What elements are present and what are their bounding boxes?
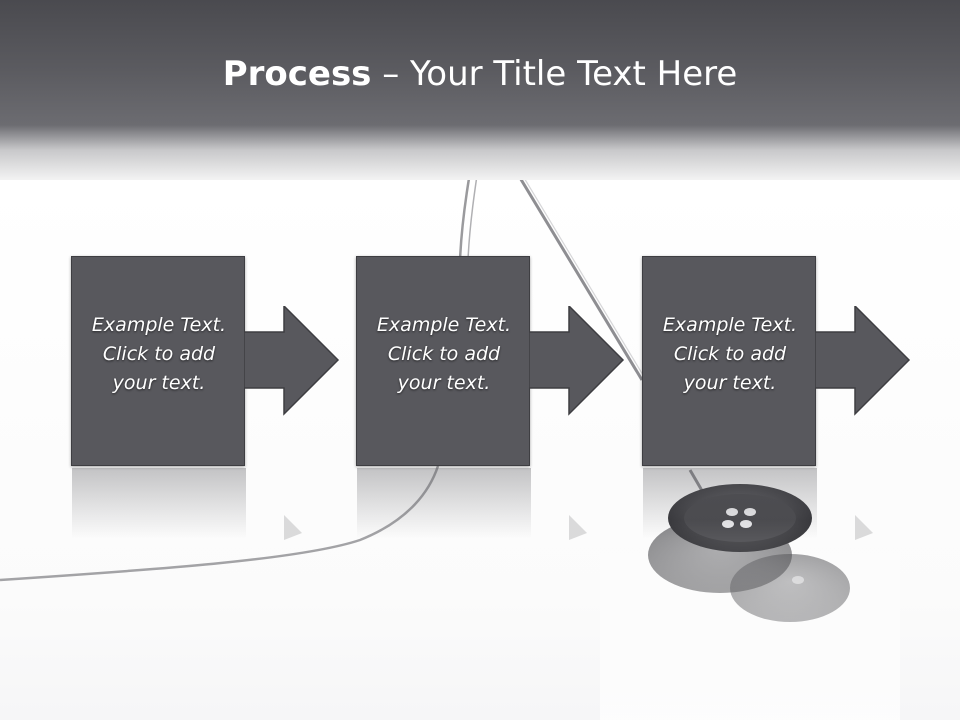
step-2-box[interactable]: Example Text. Click to add your text.	[356, 256, 530, 466]
button-hole	[744, 508, 756, 516]
step-2-arrow-reflection	[569, 515, 587, 540]
title-bar: Process – Your Title Text Here	[0, 0, 960, 180]
thread-curve	[0, 465, 440, 582]
button-hole	[726, 508, 738, 516]
step-1-box[interactable]: Example Text. Click to add your text.	[71, 256, 245, 466]
step-3-arrow[interactable]	[815, 306, 911, 416]
step-3-arrow-reflection	[855, 515, 873, 540]
step-3-text[interactable]: Example Text. Click to add your text.	[662, 314, 798, 394]
title-rest: – Your Title Text Here	[371, 54, 738, 94]
step-2-text[interactable]: Example Text. Click to add your text.	[376, 314, 512, 394]
step-1-arrow[interactable]	[244, 306, 340, 416]
step-1-text[interactable]: Example Text. Click to add your text.	[91, 314, 227, 394]
step-2-arrow[interactable]	[529, 306, 625, 416]
step-1-arrow-reflection	[284, 515, 302, 540]
step-1-reflection	[72, 468, 246, 538]
slide-title[interactable]: Process – Your Title Text Here	[0, 52, 960, 96]
step-3-reflection	[643, 468, 817, 538]
step-2-reflection	[357, 468, 531, 538]
title-bold: Process	[222, 54, 372, 94]
step-3-box[interactable]: Example Text. Click to add your text.	[642, 256, 816, 466]
